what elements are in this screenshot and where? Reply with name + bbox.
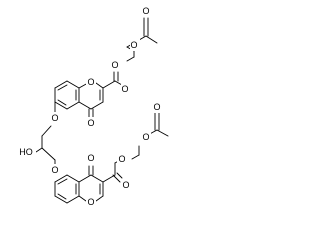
bond bbox=[112, 174, 121, 183]
bond bbox=[57, 99, 67, 106]
atom-label: O bbox=[118, 154, 125, 164]
atom-label: O bbox=[87, 77, 94, 87]
bond bbox=[78, 195, 87, 202]
atom-label: O bbox=[142, 132, 149, 142]
atom-label: O bbox=[51, 165, 58, 175]
bond bbox=[57, 193, 67, 200]
bond bbox=[116, 172, 123, 179]
atom-label: HO bbox=[19, 147, 33, 157]
atom-label: O bbox=[111, 60, 118, 70]
atom-label: O bbox=[121, 84, 128, 94]
atom-label: O bbox=[87, 118, 94, 128]
bond bbox=[35, 147, 43, 153]
bond bbox=[54, 195, 68, 204]
bond bbox=[66, 80, 80, 89]
bond bbox=[131, 154, 140, 160]
bond bbox=[54, 101, 68, 110]
bond bbox=[41, 147, 56, 161]
bond bbox=[90, 174, 104, 183]
bond bbox=[57, 178, 68, 185]
bond bbox=[54, 174, 68, 183]
bond bbox=[41, 125, 52, 137]
atom-label: O bbox=[51, 113, 58, 123]
bond bbox=[90, 101, 104, 110]
bond bbox=[66, 101, 80, 110]
bond bbox=[66, 174, 80, 183]
bond bbox=[78, 101, 92, 110]
atom-label: O bbox=[122, 180, 129, 190]
bond bbox=[102, 80, 116, 89]
bond bbox=[54, 80, 68, 89]
bond bbox=[78, 174, 92, 183]
atom-label: O bbox=[130, 40, 137, 50]
bond bbox=[95, 82, 104, 89]
bottom-chromone-unit bbox=[54, 112, 169, 204]
atom-label: O bbox=[142, 6, 149, 16]
atom-label: O bbox=[153, 102, 160, 112]
bond bbox=[57, 84, 68, 91]
atom-label: O bbox=[87, 197, 94, 207]
bond bbox=[66, 195, 80, 204]
atom-labels: O O O O O O O HO O O O O O O O bbox=[18, 5, 162, 208]
atom-label: O bbox=[87, 153, 94, 163]
bond bbox=[156, 129, 169, 137]
bond bbox=[126, 56, 135, 62]
bond bbox=[114, 80, 123, 86]
bond bbox=[145, 35, 158, 44]
bond bbox=[95, 195, 104, 202]
bond bbox=[102, 174, 116, 183]
molecule-structure: O O O O O O O HO O O O O O O O bbox=[0, 0, 204, 242]
background bbox=[0, 0, 204, 242]
